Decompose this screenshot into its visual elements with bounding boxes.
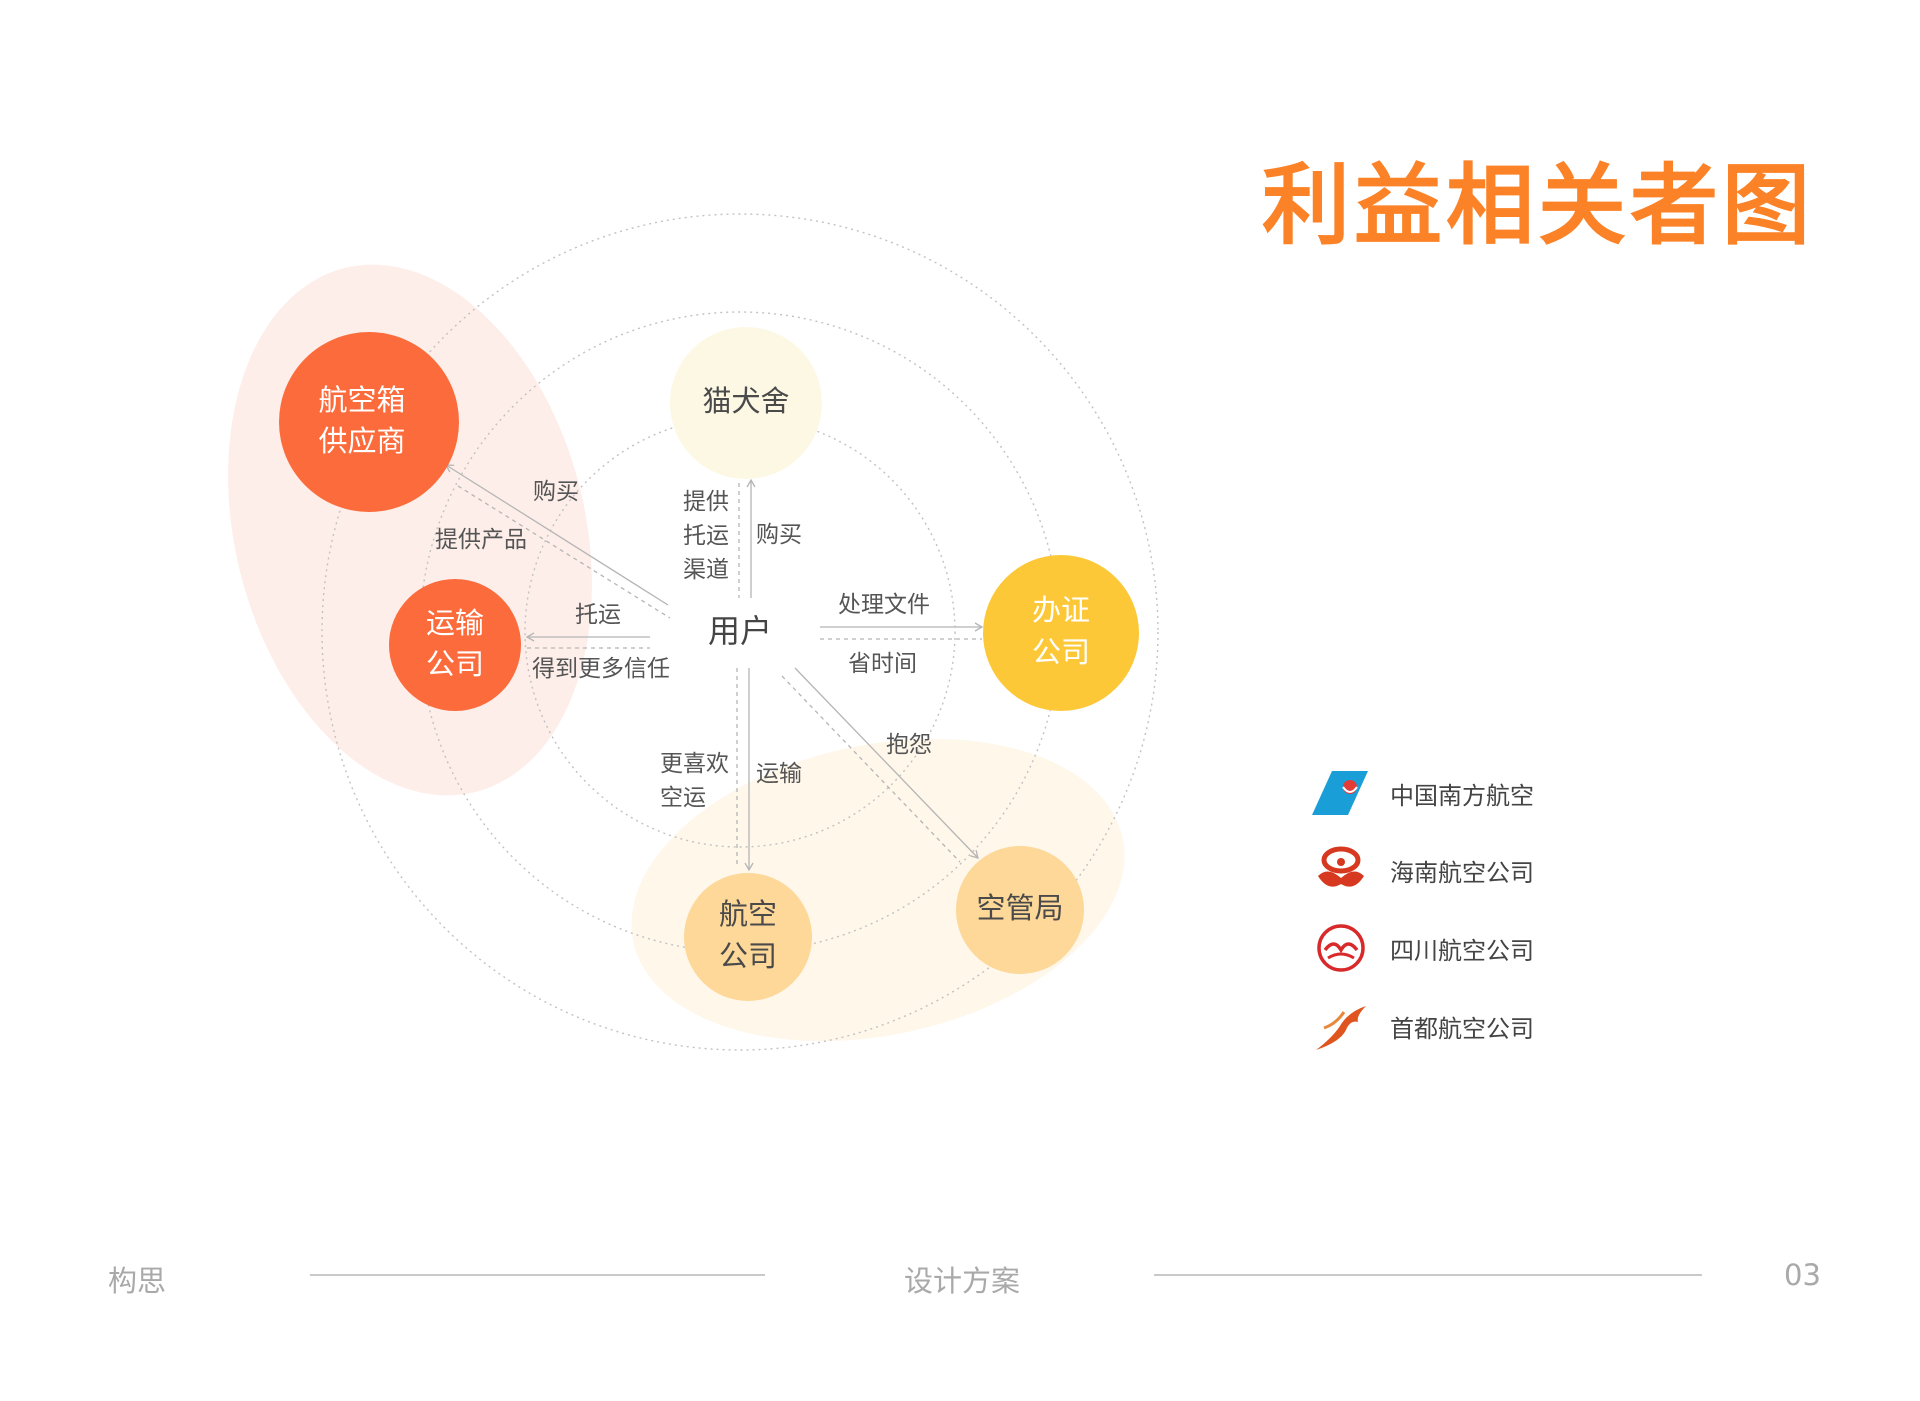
node-box-supplier-line1: 航空箱 bbox=[318, 383, 405, 417]
label-save-time: 省时间 bbox=[848, 651, 917, 677]
node-atc-label: 空管局 bbox=[976, 891, 1063, 925]
label-shelter-provide-3: 渠道 bbox=[683, 557, 729, 583]
label-provide-products: 提供产品 bbox=[435, 527, 527, 553]
china-southern-logo-icon bbox=[1312, 771, 1368, 815]
label-prefer-air-1: 更喜欢 bbox=[660, 751, 729, 777]
label-complain: 抱怨 bbox=[886, 732, 932, 758]
footer-divider-right bbox=[1154, 1274, 1702, 1276]
legend-item-hainan: 海南航空公司 bbox=[1310, 840, 1534, 900]
node-transport-line1: 运输 bbox=[426, 606, 484, 640]
label-consign: 托运 bbox=[575, 602, 621, 628]
legend-label-sichuan: 四川航空公司 bbox=[1390, 936, 1534, 965]
label-shelter-buy: 购买 bbox=[756, 522, 802, 548]
inner-ring bbox=[524, 416, 956, 848]
node-atc bbox=[956, 846, 1084, 974]
page-title: 利益相关者图 bbox=[1262, 154, 1815, 257]
node-transport-line2: 公司 bbox=[426, 647, 484, 681]
node-certification-line1: 办证 bbox=[1032, 593, 1090, 627]
label-more-trust: 得到更多信任 bbox=[532, 656, 670, 682]
node-shelter bbox=[670, 327, 822, 479]
node-certification-line2: 公司 bbox=[1032, 635, 1090, 669]
node-transport-company bbox=[389, 579, 521, 711]
node-user-label: 用户 bbox=[708, 612, 772, 650]
footer-left-label: 构思 bbox=[108, 1264, 167, 1298]
supplier-group-highlight bbox=[228, 264, 592, 796]
node-shelter-label: 猫犬舍 bbox=[702, 384, 789, 418]
edge-complain bbox=[794, 667, 979, 859]
label-shelter-provide-1: 提供 bbox=[683, 489, 729, 515]
label-buy-box: 购买 bbox=[533, 479, 579, 505]
sichuan-airlines-logo-icon bbox=[1317, 924, 1365, 972]
capital-airlines-logo-icon bbox=[1316, 1006, 1366, 1050]
edge-complain-return bbox=[781, 675, 961, 863]
legend-label-hainan: 海南航空公司 bbox=[1390, 858, 1534, 887]
node-airline bbox=[684, 873, 812, 1001]
edge-buy-box bbox=[444, 464, 669, 606]
outer-ring bbox=[321, 213, 1159, 1051]
legend-item-sichuan: 四川航空公司 bbox=[1310, 918, 1534, 978]
node-certification-company bbox=[983, 555, 1139, 711]
label-transport: 运输 bbox=[756, 761, 802, 787]
edge-provide-products bbox=[457, 485, 671, 619]
footer-divider-left bbox=[310, 1274, 765, 1276]
hainan-airlines-logo-icon bbox=[1318, 846, 1364, 887]
node-box-supplier-line2: 供应商 bbox=[318, 424, 405, 458]
node-airline-line1: 航空 bbox=[719, 897, 777, 931]
legend-item-china-southern: 中国南方航空 bbox=[1310, 763, 1534, 823]
label-prefer-air-2: 空运 bbox=[660, 785, 706, 811]
legend-label-china-southern: 中国南方航空 bbox=[1390, 781, 1534, 810]
node-box-supplier bbox=[279, 332, 459, 512]
label-shelter-provide-2: 托运 bbox=[683, 523, 729, 549]
legend-label-capital: 首都航空公司 bbox=[1390, 1014, 1534, 1043]
label-handle-docs: 处理文件 bbox=[838, 592, 930, 618]
page-number: 03 bbox=[1784, 1258, 1821, 1292]
node-airline-line2: 公司 bbox=[719, 939, 777, 973]
footer-center-label: 设计方案 bbox=[904, 1264, 1021, 1298]
legend-item-capital: 首都航空公司 bbox=[1310, 996, 1534, 1056]
